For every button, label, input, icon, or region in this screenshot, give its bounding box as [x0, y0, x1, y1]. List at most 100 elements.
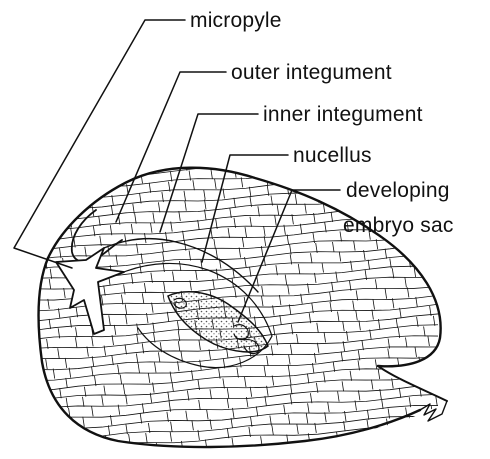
funiculus-ragged-edge — [420, 401, 447, 421]
cell-wall-line — [45, 239, 47, 249]
cell-wall-line — [450, 265, 452, 275]
cell-wall-line — [407, 147, 409, 157]
cell-wall-line — [328, 402, 330, 412]
cell-wall-line — [343, 171, 345, 181]
cell-wall-line — [49, 279, 51, 289]
cell-wall-line — [288, 365, 290, 375]
cell-wall-line — [66, 378, 68, 388]
cell-wall-line — [430, 146, 432, 156]
cell-wall-line — [72, 178, 74, 188]
cell-wall-line — [295, 194, 297, 204]
cell-wall-line — [367, 410, 369, 420]
cell-wall-line — [107, 445, 109, 455]
cell-wall-line — [186, 161, 188, 171]
cell-wall-line — [392, 268, 394, 278]
cell-wall-line — [125, 344, 127, 354]
cell-wall-line — [317, 343, 319, 353]
cell-wall-line — [378, 369, 380, 379]
cell-wall-line — [431, 266, 433, 276]
cell-wall-line — [260, 166, 262, 176]
cell-wall-line — [43, 219, 45, 229]
cell-wall-line — [250, 217, 252, 227]
cell-wall-line — [61, 438, 63, 448]
cell-wall-line — [459, 154, 461, 164]
cell-wall-line — [325, 412, 327, 422]
cell-wall-line — [405, 278, 407, 288]
cell-wall-line — [267, 356, 269, 366]
cell-wall-line — [433, 316, 435, 326]
cell-wall-line — [409, 417, 411, 427]
cell-wall-line — [141, 253, 143, 263]
cell-wall-line — [51, 429, 53, 439]
cell-wall-line — [85, 247, 87, 257]
cell-wall-line — [272, 426, 274, 436]
micropyle-opening — [56, 248, 124, 334]
cell-wall-line — [50, 399, 52, 409]
cell-wall-line — [54, 449, 56, 459]
cell-wall-line — [342, 381, 344, 391]
cell-wall-line — [148, 373, 150, 383]
cell-wall-line — [452, 425, 454, 435]
cell-wall-line — [104, 286, 106, 296]
cell-wall-line — [245, 227, 247, 237]
cell-wall-line — [332, 282, 334, 292]
cell-wall-line — [42, 179, 44, 189]
cell-wall-line — [436, 286, 438, 296]
cell-wall-line — [234, 198, 236, 208]
cell-wall-line — [207, 409, 209, 419]
cell-wall-line — [399, 388, 401, 398]
cell-wall-line — [35, 430, 37, 440]
cell-wall-line — [249, 307, 251, 317]
cell-wall-line — [67, 198, 69, 208]
cell-wall-line — [272, 376, 274, 386]
cell-wall-line — [342, 181, 344, 191]
cell-wall-line — [431, 246, 433, 256]
cell-wall-line — [76, 327, 78, 337]
embryo-sac-label-line1: developing — [346, 179, 450, 202]
cell-wall-line — [285, 275, 287, 285]
micropyle-leader — [14, 20, 185, 268]
cell-wall-line — [459, 354, 461, 364]
cell-row-line — [30, 375, 438, 402]
cell-wall-line — [227, 428, 229, 438]
cell-wall-line — [382, 399, 384, 409]
cell-wall-line — [436, 366, 438, 376]
cell-wall-line — [265, 396, 267, 406]
cell-wall-line — [385, 289, 387, 299]
cell-wall-line — [311, 253, 313, 263]
cell-wall-line — [368, 260, 370, 270]
cell-wall-line — [290, 344, 292, 354]
cell-wall-line — [126, 314, 128, 324]
cell-wall-line — [454, 365, 456, 375]
cell-wall-line — [178, 341, 180, 351]
cell-wall-line — [440, 295, 442, 305]
cell-wall-line — [331, 212, 333, 222]
cell-wall-line — [109, 315, 111, 325]
cell-wall-line — [452, 245, 454, 255]
cell-wall-line — [153, 213, 155, 223]
cell-wall-line — [184, 191, 186, 201]
cell-wall-line — [58, 348, 60, 358]
cell-wall-line — [406, 237, 408, 247]
cell-wall-line — [400, 308, 402, 318]
cell-wall-line — [242, 237, 244, 247]
cell-wall-line — [288, 285, 290, 295]
cell-wall-line — [415, 347, 417, 357]
cell-wall-line — [158, 352, 160, 362]
cell-wall-line — [340, 231, 342, 241]
cell-wall-line — [173, 271, 175, 281]
cell-wall-line — [101, 176, 103, 186]
cell-wall-line — [432, 156, 434, 166]
cell-wall-line — [36, 290, 38, 300]
nucellus-label: nucellus — [293, 144, 372, 167]
cell-wall-line — [436, 356, 438, 366]
cell-wall-line — [34, 170, 36, 180]
cell-wall-line — [324, 332, 326, 342]
cell-wall-line — [142, 403, 144, 413]
cell-wall-line — [31, 270, 33, 280]
cell-wall-line — [407, 287, 409, 297]
cell-wall-line — [418, 427, 420, 437]
cell-wall-line — [87, 347, 89, 357]
cell-wall-line — [83, 417, 85, 427]
